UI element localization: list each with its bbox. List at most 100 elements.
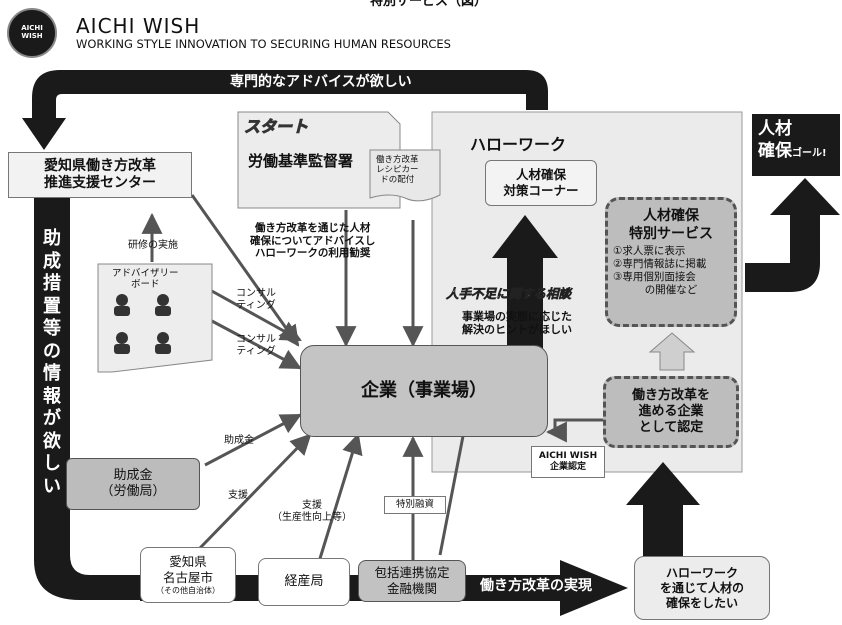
hellowork-goal-box: ハローワーク を通じて人材の 確保をしたい xyxy=(634,556,770,620)
cut-title: 特別サービス（図） xyxy=(370,0,488,9)
left-char: 助 xyxy=(43,228,61,249)
left-char: 報 xyxy=(43,385,61,407)
header-subtitle: WORKING STYLE INNOVATION TO SECURING HUM… xyxy=(76,37,451,51)
meti-box: 経産局 xyxy=(258,558,350,606)
aichi-support-center: 愛知県働き方改革 推進支援センター xyxy=(8,152,192,198)
center-name-line2: 推進支援センター xyxy=(44,175,156,191)
certify-label-line1: AICHI WISH xyxy=(538,450,598,461)
certify-box: 働き方改革を 進める企業 として認定 xyxy=(603,376,739,448)
subsidy-box-line2: （労働局） xyxy=(100,484,166,499)
left-char: 情 xyxy=(43,363,61,384)
consulting2-line1: コンサル xyxy=(236,334,276,345)
consulting1-line2: ティング xyxy=(236,300,276,311)
prefecture-line1: 愛知県 xyxy=(169,554,207,570)
labor-office-title: 労働基準監督署 xyxy=(248,152,354,170)
hw-goal-line1: ハローワーク xyxy=(665,565,738,580)
recipe-card-text: 働き方改革 レシピカー ドの配付 xyxy=(376,155,419,186)
subsidy-box: 助成金 （労働局） xyxy=(66,458,200,510)
support-label: 支援 xyxy=(228,490,248,501)
special-item: ③専用個別面接会 xyxy=(613,271,696,284)
hollow-up-arrow xyxy=(648,332,696,371)
consulting2-line2: ティング xyxy=(236,346,276,357)
support2-line2: （生産性向上等） xyxy=(272,512,352,523)
recipe-card xyxy=(369,149,441,202)
training-label: 研修の実施 xyxy=(128,240,178,251)
certify-line3: として認定 xyxy=(638,420,704,436)
advisory-title-line1: アドバイザリー xyxy=(112,268,179,279)
aichi-wish-logo: AICHI WISH xyxy=(7,8,57,58)
center-name-line1: 愛知県働き方改革 xyxy=(44,157,156,174)
labor-advice-text: 働き方改革を通じた人材 確保についてアドバイスし ハローワークの利用勧奨 xyxy=(250,222,375,260)
certify-line2: 進める企業 xyxy=(638,403,704,419)
advisory-title-line2: ボード xyxy=(131,279,160,291)
goal-line2: 確保 xyxy=(758,141,792,162)
left-char: 措 xyxy=(43,273,61,294)
hr-corner-line1: 人材確保 xyxy=(515,167,566,183)
subsidy-label: 助成金 xyxy=(224,435,254,446)
goal-line1: 人材 xyxy=(758,119,792,139)
hellowork-up-arrow xyxy=(626,462,700,560)
bank-line1: 包括連携協定 xyxy=(374,565,450,581)
consult-title: 人手不足に関する相談 xyxy=(446,286,572,302)
meti-label: 経産局 xyxy=(284,573,324,589)
left-char: い xyxy=(43,475,61,497)
recipe-line3: ドの配付 xyxy=(380,175,415,186)
subsidy-box-line1: 助成金 xyxy=(113,467,153,483)
support2-line1: 支援 xyxy=(302,500,322,511)
advice-line3: ハローワークの利用勧奨 xyxy=(254,247,371,260)
prefecture-box: 愛知県 名古屋市 （その他自治体） xyxy=(140,547,236,603)
recipe-line2: レシピカー xyxy=(376,165,419,176)
prefecture-line3: （その他自治体） xyxy=(156,585,220,595)
loan-label-text: 特別融資 xyxy=(395,499,434,511)
goal-arrow xyxy=(745,178,840,292)
hw-goal-line3: 確保をしたい xyxy=(665,595,738,610)
consulting1-line1: コンサル xyxy=(236,288,276,299)
hellowork-title: ハローワーク xyxy=(470,135,567,154)
prefecture-line2: 名古屋市 xyxy=(162,570,213,585)
special-loan-label: 特別融資 xyxy=(384,496,446,514)
enterprise-label: 企業（事業場） xyxy=(361,379,487,401)
left-char: が xyxy=(43,408,61,429)
hr-corner-box: 人材確保 対策コーナー xyxy=(485,160,597,206)
advice-line2: 確保についてアドバイスし xyxy=(250,234,376,247)
goal-tag: ゴール! xyxy=(792,148,827,160)
consulting-label-1: コンサル ティング xyxy=(236,288,276,312)
start-label: スタート xyxy=(243,116,309,136)
consulting-label-2: コンサル ティング xyxy=(236,334,276,358)
left-char: 欲 xyxy=(43,430,61,452)
bank-box: 包括連携協定 金融機関 xyxy=(358,560,466,602)
advisor-people-icons xyxy=(114,294,171,354)
advice-line1: 働き方改革を通じた人材 xyxy=(254,222,371,234)
top-banner-text: 専門的なアドバイスが欲しい xyxy=(230,74,412,90)
left-column-arrow xyxy=(34,195,140,600)
bottom-arrow-text: 働き方改革の実現 xyxy=(480,578,592,594)
hw-goal-line2: を通じて人材の xyxy=(659,580,744,595)
certify-label: AICHI WISH 企業認定 xyxy=(531,446,605,478)
left-char: 成 xyxy=(43,250,61,272)
advisory-title: アドバイザリー ボード xyxy=(112,268,179,291)
goal-box: 人材 確保ゴール! xyxy=(752,114,840,176)
special-item: ①求人票に表示 xyxy=(613,245,686,257)
consult-line2: 解決のヒントがほしい xyxy=(462,323,572,337)
consult-text: 事業場の実態に応じた 解決のヒントがほしい xyxy=(462,310,572,336)
header-title: AICHI WISH xyxy=(76,14,201,38)
special-service-box: 人材確保 特別サービス ①求人票に表示 ②専門情報誌に掲載 ③専用個別面接会 の… xyxy=(605,197,737,327)
certify-line1: 働き方改革を xyxy=(631,387,710,403)
special-title-1: 人材確保 xyxy=(643,208,699,224)
left-column-text: 助 成 措 置 等 の 情 報 が 欲 し い xyxy=(40,228,64,498)
special-title-2: 特別サービス xyxy=(629,225,713,242)
top-loop-arrow xyxy=(22,70,548,150)
consult-up-arrow xyxy=(492,215,558,350)
left-char: 等 xyxy=(43,318,61,339)
hr-corner-line2: 対策コーナー xyxy=(503,183,579,198)
logo-text: AICHI WISH xyxy=(21,24,43,40)
left-char: し xyxy=(43,453,61,474)
support-productivity-label: 支援 （生産性向上等） xyxy=(272,500,352,524)
special-item: ②専門情報誌に掲載 xyxy=(613,258,707,271)
left-char: の xyxy=(43,340,61,362)
recipe-line1: 働き方改革 xyxy=(376,155,419,165)
special-item: の開催など xyxy=(644,284,698,297)
left-char: 置 xyxy=(43,295,61,317)
enterprise-box: 企業（事業場） xyxy=(300,345,548,437)
certify-label-line2: 企業認定 xyxy=(549,462,586,472)
